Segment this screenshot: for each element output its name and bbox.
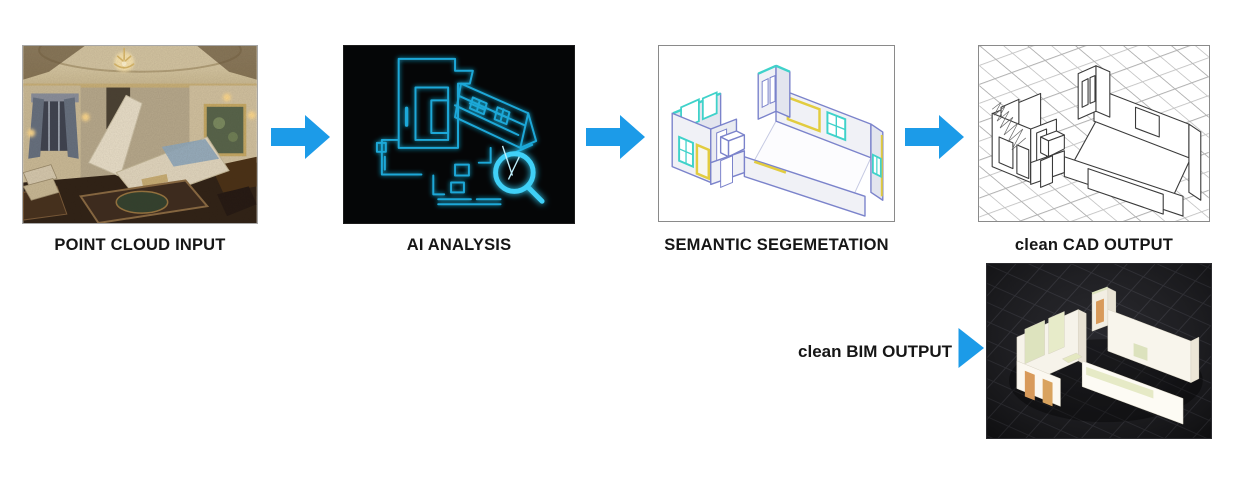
magnifier-icon — [493, 151, 545, 204]
step-label-semantic-segmentation: SEMANTIC SEGEMETATION — [664, 236, 889, 254]
ai-wireframe-illustration — [344, 46, 574, 223]
ai-analysis-image — [343, 45, 575, 224]
cad-room-wireframe — [991, 65, 1202, 217]
room-point-cloud-illustration — [23, 46, 257, 223]
step-label-point-cloud: POINT CLOUD INPUT — [54, 236, 226, 254]
step-label-bim-output: clean BIM OUTPUT — [798, 342, 952, 361]
bim-output-image — [986, 263, 1212, 439]
semantic-segmentation-image — [658, 45, 895, 222]
arrow-triangle-icon — [957, 327, 985, 369]
step-label-cad-output: clean CAD OUTPUT — [1014, 236, 1174, 254]
segmented-floorplan-illustration — [659, 46, 894, 221]
cad-wireframe-illustration — [979, 46, 1209, 221]
bim-room-model — [1016, 286, 1200, 425]
arrow-right-icon — [905, 112, 965, 162]
hatch-scribble — [991, 102, 1027, 151]
point-cloud-input-image — [22, 45, 258, 224]
arrow-right-icon — [271, 112, 331, 162]
arrow-right-icon — [586, 112, 646, 162]
cad-output-image — [978, 45, 1210, 222]
bim-model-illustration — [987, 264, 1211, 438]
step-label-ai-analysis: AI ANALYSIS — [406, 236, 512, 254]
